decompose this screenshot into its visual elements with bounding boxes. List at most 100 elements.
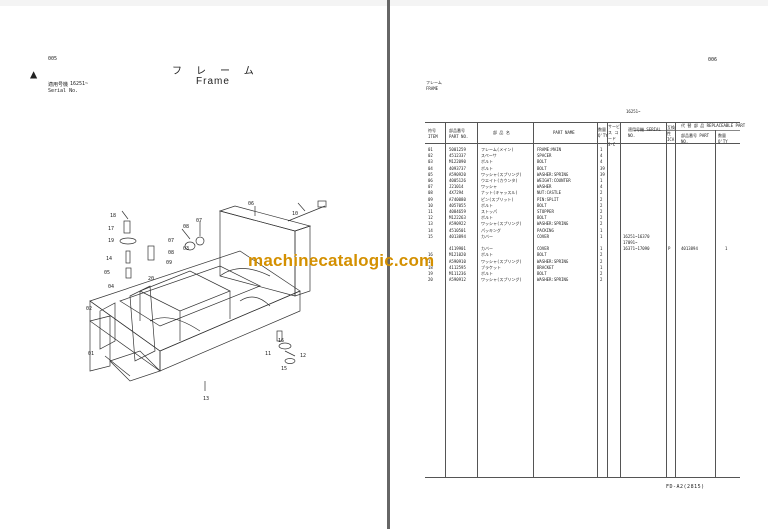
cell-name: BOLT [537,202,547,208]
serial-label-en: Serial No. [48,88,79,94]
cell-name: BOLT [537,215,547,221]
serial-label-jp: 適用号機 [48,82,69,88]
footer-code: FD-A2(2815) [666,484,705,490]
serial-header: 16251~ [626,109,641,114]
cell-item: 02 [428,153,433,159]
cell-item: 13 [428,221,433,227]
cell-part_no: 5001259 [449,147,466,152]
callout-03: 03 [183,246,190,252]
cell-item: 19 [428,271,433,276]
cell-name_jp: ワッシャ(スプリング) [481,277,522,283]
callout-01: 13 [203,396,210,402]
cell-name_jp: ボルト [481,252,493,258]
viewer-top-bar [0,0,768,6]
cell-item: 09 [428,196,433,202]
cell-item: 05 [428,171,433,177]
cell-part_no: 4093737 [449,165,466,171]
cell-name: PACKING [537,227,554,233]
callout-13: 11 [265,351,272,357]
cell-qty: 2 [600,271,603,276]
cell-rep: 4013894 [681,246,698,252]
header-replaceable: 代 替 部 品 REPLACEABLE PART [681,123,746,128]
callout-19: 19 [108,238,115,244]
cell-qty: 4 [600,153,603,159]
header-ica: 互換性 ICA [667,125,675,142]
cell-name_jp: ワッシャ(スプリング) [481,171,522,177]
cell-qty: 2 [600,209,603,214]
cell-part_no: A740080 [449,196,466,202]
cell-name: PIN:SPLIT [537,196,559,202]
cell-item: 08 [428,190,433,196]
cell-name_jp: ワッシャ(スプリング) [481,221,522,227]
cell-name_jp: ブラケット [481,264,501,270]
callout-07b: 07 [168,238,175,244]
cell-item: 01 [428,147,433,152]
section-title-en: FRAME [426,86,439,91]
cursor-pointer-icon: ▲ [30,67,38,81]
callout-05: 05 [104,270,111,276]
cell-name: STOPPER [537,209,554,214]
section-title-jp: フレーム [426,80,442,85]
cell-qty: 1 [600,233,603,239]
cell-part_no: 4112595 [449,264,466,270]
cell-qty: 1 [600,178,603,183]
header-serial: 適用号機 SERIAL NO. [628,127,661,138]
cell-qty: 2 [600,252,603,258]
cell-name: COVER [537,246,550,252]
cell-name_jp: ストッパ [481,209,497,214]
cell-part_no: 4X7294 [449,190,464,196]
cell-qty: 39 [600,171,605,177]
cell-part_no: 4057055 [449,202,466,208]
cell-name_jp: カバー [481,246,493,252]
cell-name_jp: ピン(スプリット) [481,196,514,202]
cell-qty: 2 [600,190,603,196]
cell-part_no: M122263 [449,215,466,221]
callout-04: 04 [108,284,115,290]
cell-item: 11 [428,209,433,214]
cell-qty: 2 [600,215,603,221]
callout-10: 10 [292,211,299,217]
cell-part_no: M121020 [449,252,466,258]
cell-rep_qty: 1 [725,246,728,252]
cell-name_jp: ワッシャ [481,184,497,190]
serial-value: 16251~ [70,81,89,87]
cell-name_jp: ウエイト(カウンタ) [481,178,518,183]
cell-item: 07 [428,184,433,190]
header-rep-qty: 数量 Q'TY [718,133,728,144]
callout-02: 02 [86,306,93,312]
cell-name_jp: フレーム(メイン) [481,147,514,152]
left-page: 005 フレーム Frame ▲ 適用号機 16251~ Serial No. [0,6,387,529]
cell-qty: 1 [600,147,603,152]
cell-item: 20 [428,277,433,283]
cell-part_no: A590912 [449,277,466,283]
cell-item: 14 [428,227,433,233]
cell-qty: 2 [600,202,603,208]
watermark-text: machinecatalogic.com [248,251,435,270]
cell-name: COVER [537,233,550,239]
cell-name_jp: ボルト [481,159,493,165]
cell-name: WASHER [537,184,552,190]
callout-14: 14 [106,256,113,262]
header-part-name: PART NAME [553,130,575,135]
cell-qty: 2 [600,196,603,202]
cell-part_no: A590922 [449,221,466,227]
cell-qty: 2 [600,258,603,264]
callout-20: 20 [148,276,155,282]
callout-18: 18 [110,213,117,219]
callout-08a: 08 [183,224,190,230]
callout-17: 17 [108,226,115,232]
cell-part_no: 4013894 [449,233,466,239]
cell-name: SPACER [537,153,552,159]
cell-name_jp: ボルト [481,165,493,171]
cell-qty: 2 [600,221,603,227]
callout-12: 15 [281,366,288,372]
header-name-jp: 部 品 名 [493,130,510,135]
cell-serial: 17091~ [623,240,638,245]
frame-exploded-diagram [89,200,327,391]
callout-08b: 08 [168,250,175,256]
callout-07a: 07 [196,218,203,224]
cell-part_no: J21014 [449,184,464,190]
cell-part_no: 4512337 [449,153,466,159]
header-part-no: 部品番号 PART NO. [449,128,469,139]
cell-item: 03 [428,159,433,165]
